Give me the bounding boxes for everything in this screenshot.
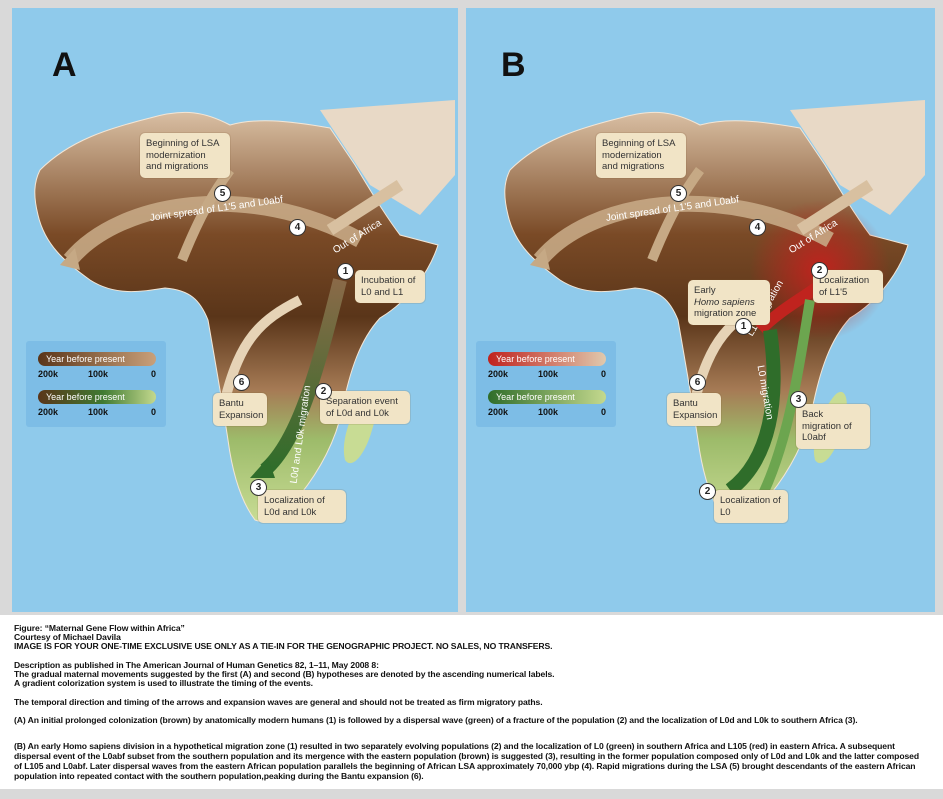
step-3-marker: 3: [250, 479, 267, 496]
step-2-marker: 2: [315, 383, 332, 400]
step-2-marker: 2: [811, 262, 828, 279]
step-5-marker: 5: [670, 185, 687, 202]
panel-b-map: B Joint spread of L1'5 and L0abf Out of …: [466, 8, 935, 612]
l0-migration-arrow: [725, 329, 781, 496]
box-bantu: Bantu Expansion: [667, 393, 721, 426]
box-back-migration: Back migration of L0abf: [796, 404, 870, 449]
box-lsa: Beginning of LSA modernization and migra…: [140, 133, 230, 178]
step-1-marker: 1: [735, 318, 752, 335]
figure-caption: Figure: “Maternal Gene Flow within Afric…: [0, 615, 943, 789]
caption-notice: IMAGE IS FOR YOUR ONE-TIME EXCLUSIVE USE…: [14, 641, 553, 651]
step-6-marker: 6: [233, 374, 250, 391]
step-2-marker-south: 2: [699, 483, 716, 500]
caption-courtesy: Courtesy of Michael Davila: [14, 632, 121, 642]
step-1-marker: 1: [337, 263, 354, 280]
joint-spread-arrow: [63, 195, 364, 266]
box-localization: Localization of L0d and L0k: [258, 490, 346, 523]
box-localization-l0: Localization of L0: [714, 490, 788, 523]
arabian-peninsula: [320, 100, 455, 215]
caption-b-text: (B) An early Homo sapiens division in a …: [14, 741, 919, 781]
box-separation: Separation event of L0d and L0k: [320, 391, 410, 424]
africa-map-a: [34, 100, 455, 522]
box-incubation: Incubation of L0 and L1: [355, 270, 425, 303]
step-6-marker: 6: [689, 374, 706, 391]
step-3-marker: 3: [790, 391, 807, 408]
legend-red-bar: Year before present: [488, 352, 606, 366]
l0d-l0k-migration-arrow: [260, 278, 347, 476]
panel-label-a: A: [52, 46, 77, 84]
panel-a-map: A Joint spread of L1'5 and L0abf Out of …: [12, 8, 458, 612]
bantu-arrow: [220, 295, 303, 402]
legend-green-bar: Year before present: [38, 390, 156, 404]
caption-desc2: A gradient colorization system is used t…: [14, 678, 313, 688]
panel-label-b: B: [501, 46, 526, 84]
caption-title: Figure: “Maternal Gene Flow within Afric…: [14, 623, 185, 633]
caption-desc1: The gradual maternal movements suggested…: [14, 669, 555, 679]
step-4-marker: 4: [289, 219, 306, 236]
out-of-africa-arrow: [326, 179, 404, 236]
caption-a-text: (A) An initial prolonged colonization (b…: [14, 715, 858, 725]
caption-source: Description as published in The American…: [14, 660, 379, 670]
caption-note: The temporal direction and timing of the…: [14, 697, 543, 707]
legend-brown-bar: Year before present: [38, 352, 156, 366]
box-lsa: Beginning of LSA modernization and migra…: [596, 133, 686, 178]
step-5-marker: 5: [214, 185, 231, 202]
legend-green-bar: Year before present: [488, 390, 606, 404]
box-bantu: Bantu Expansion: [213, 393, 267, 426]
step-4-marker: 4: [749, 219, 766, 236]
